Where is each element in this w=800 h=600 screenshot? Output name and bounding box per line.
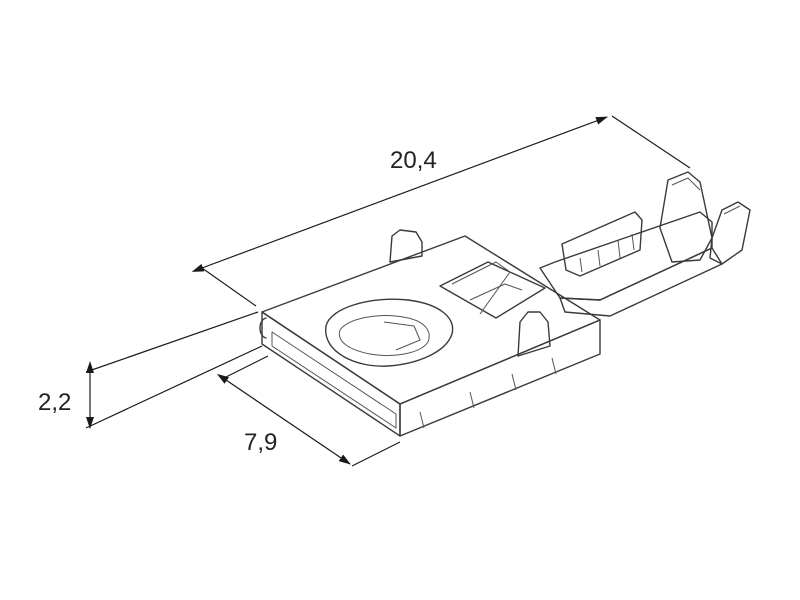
width-label: 7,9 <box>244 429 277 456</box>
dimension-height: 2,2 <box>38 311 263 429</box>
extension-line-bottom <box>85 345 263 429</box>
extension-line-left <box>201 267 257 307</box>
center-hole <box>325 298 454 367</box>
height-label: 2,2 <box>38 389 71 416</box>
terminal-part <box>259 171 751 437</box>
dimension-length: 20,4 <box>191 115 691 307</box>
crimp-barrel <box>539 171 751 317</box>
rear-tab <box>389 229 423 263</box>
length-label: 20,4 <box>390 147 437 174</box>
top-plate <box>261 235 601 405</box>
extension-line-front <box>223 355 269 379</box>
extension-line-back <box>351 441 401 467</box>
dimension-width: 7,9 <box>216 355 401 467</box>
front-tab <box>517 311 551 357</box>
side-face <box>399 319 601 437</box>
extension-line-right <box>611 115 691 169</box>
width-dimension-line <box>216 373 351 465</box>
length-dimension-line <box>191 116 608 272</box>
spring-latch <box>439 261 546 319</box>
extension-line-top <box>85 311 259 373</box>
